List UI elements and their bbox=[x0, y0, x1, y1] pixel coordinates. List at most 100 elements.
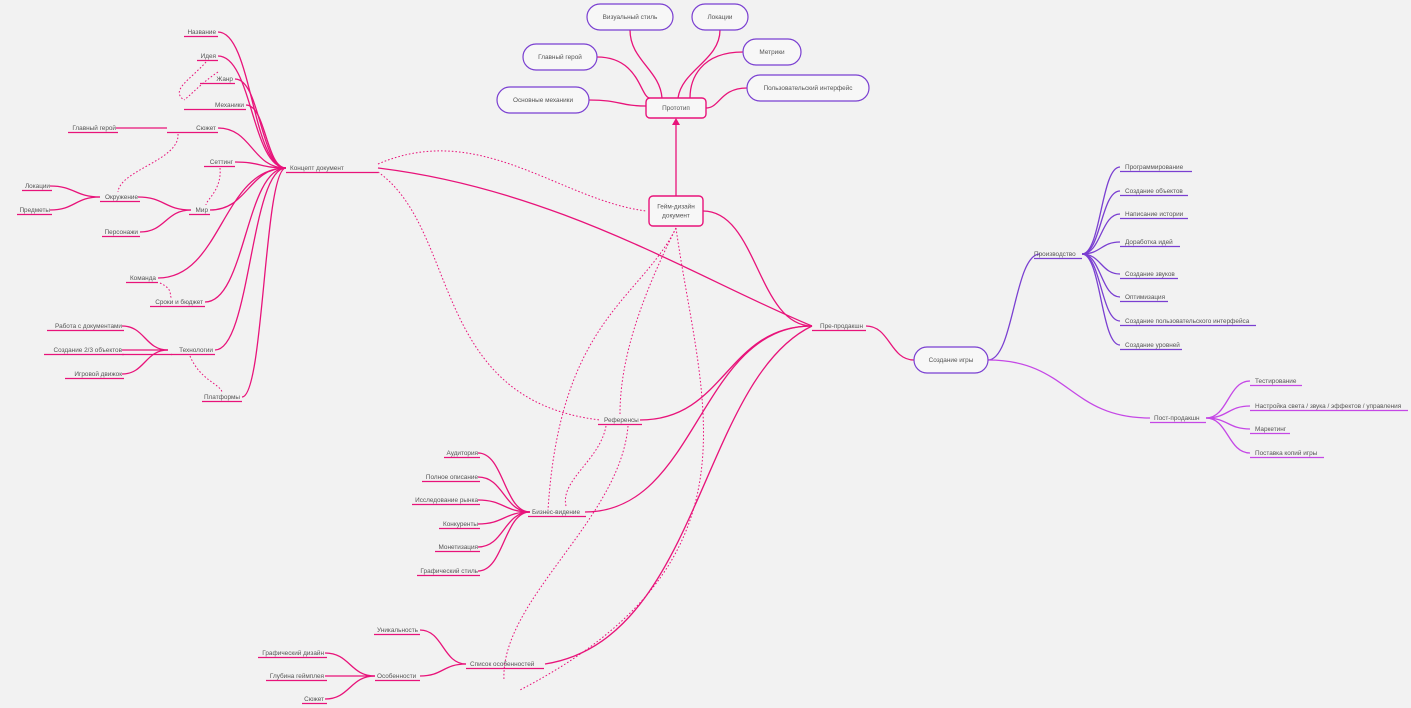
dotted-tech-platforms bbox=[189, 355, 223, 393]
edge-prototype-0 bbox=[629, 29, 663, 99]
concept-item-9[interactable]: Технологии bbox=[179, 347, 213, 354]
dotted-concept-references bbox=[377, 171, 601, 421]
postproduction-item-2[interactable]: Маркетинг bbox=[1255, 426, 1287, 433]
concept-item-7[interactable]: Команда bbox=[130, 275, 156, 282]
production-item-4[interactable]: Создание звуков bbox=[1125, 271, 1175, 278]
edge-production-5 bbox=[1081, 253, 1121, 298]
prototype-node-label-0[interactable]: Прототип bbox=[662, 105, 690, 112]
dotted-references-features bbox=[503, 425, 629, 681]
prototype-item-0-label[interactable]: Визуальный стиль bbox=[603, 13, 658, 21]
environment-child-0[interactable]: Локации bbox=[25, 183, 50, 190]
concept-item-3[interactable]: Механики bbox=[215, 102, 244, 109]
production-item-6[interactable]: Создание пользовательского интерфейса bbox=[1125, 317, 1250, 325]
edge-preproduction-root bbox=[865, 325, 915, 361]
edge-prototype-5 bbox=[705, 87, 748, 109]
prototype-item-4-label[interactable]: Основные механики bbox=[513, 97, 573, 104]
edge-prototype-2 bbox=[596, 56, 651, 99]
production-item-7[interactable]: Создание уровней bbox=[1125, 341, 1180, 349]
prototype-item-3-label[interactable]: Метрики bbox=[759, 49, 785, 56]
tech-child-2[interactable]: Игровой движок bbox=[74, 370, 122, 378]
world-child-1[interactable]: Персонажи bbox=[105, 229, 139, 236]
concept-item-8[interactable]: Сроки и бюджет bbox=[155, 298, 203, 306]
edge-world-1 bbox=[139, 209, 192, 233]
gdd-node-label-1[interactable]: документ bbox=[662, 213, 690, 220]
concept-item-1[interactable]: Идея bbox=[201, 53, 217, 60]
edge-concept-4 bbox=[217, 127, 287, 169]
dotted-plot-environment bbox=[117, 133, 179, 193]
edge-root-production bbox=[987, 253, 1041, 361]
concept-node[interactable]: Концепт документ bbox=[290, 165, 344, 172]
business-item-4[interactable]: Монетизация bbox=[439, 544, 479, 551]
prototype-item-2-label[interactable]: Главный герой bbox=[538, 53, 582, 61]
production-item-2[interactable]: Написание истории bbox=[1125, 211, 1184, 218]
features-node[interactable]: Список особенностей bbox=[470, 660, 535, 668]
concept-item-4[interactable]: Сюжет bbox=[196, 125, 216, 132]
edge-concept-3 bbox=[245, 104, 287, 169]
business-item-5[interactable]: Графический стиль bbox=[420, 567, 478, 575]
feature-child-2[interactable]: Сюжет bbox=[304, 696, 324, 703]
edge-concept-10 bbox=[241, 167, 287, 398]
edge-environment-0 bbox=[49, 185, 101, 198]
concept-item-6[interactable]: Мир bbox=[196, 207, 209, 214]
business-item-2[interactable]: Исследование рынка bbox=[415, 497, 478, 504]
edge-concept-8 bbox=[204, 167, 287, 303]
dotted-team-schedule bbox=[159, 282, 173, 299]
production-item-5[interactable]: Оптимизация bbox=[1125, 294, 1166, 301]
edge-references-preproduction bbox=[639, 325, 813, 421]
business-item-1[interactable]: Полное описание bbox=[426, 474, 479, 481]
edge-world-0 bbox=[137, 196, 192, 211]
feature-child-1[interactable]: Глубина геймплея bbox=[270, 672, 325, 680]
concept-item-2[interactable]: Жанр bbox=[216, 76, 233, 83]
feature-child-0[interactable]: Графический дизайн bbox=[262, 649, 324, 657]
edge-production-3 bbox=[1081, 241, 1121, 255]
production-item-0[interactable]: Программирование bbox=[1125, 164, 1184, 171]
postproduction-item-1[interactable]: Настройка света / звука / эффектов / упр… bbox=[1255, 402, 1402, 410]
dotted-business-references bbox=[564, 425, 607, 507]
dotted-idea-genre bbox=[178, 61, 207, 101]
edge-features-0 bbox=[419, 629, 467, 665]
references-node[interactable]: Референсы bbox=[604, 417, 639, 424]
concept-item-0[interactable]: Название bbox=[187, 29, 216, 36]
edge-business-0 bbox=[477, 452, 531, 513]
prototype-item-1-label[interactable]: Локации bbox=[707, 14, 732, 21]
edge-concept-1 bbox=[217, 55, 287, 169]
edge-concept-preproduction bbox=[377, 167, 813, 327]
prototype-item-5-label[interactable]: Пользовательский интерфейс bbox=[763, 84, 853, 92]
edge-environment-1 bbox=[49, 196, 101, 211]
mind-map-nodes: Создание игры Производство Программировани… bbox=[19, 3, 1402, 703]
environment-child-1[interactable]: Предметы bbox=[19, 207, 50, 214]
gdd-node-label-0[interactable]: Гейм-дизайн bbox=[657, 203, 695, 211]
world-child-0[interactable]: Окружение bbox=[105, 194, 138, 201]
concept-item-10[interactable]: Платформы bbox=[204, 394, 240, 401]
postproduction-node[interactable]: Пост-продакшн bbox=[1154, 415, 1200, 422]
tech-child-0[interactable]: Работа с документами bbox=[55, 322, 122, 330]
features-item-1[interactable]: Особенности bbox=[377, 672, 417, 680]
edge-prototype-3 bbox=[689, 51, 744, 99]
preproduction-node[interactable]: Пре-продакшн bbox=[820, 323, 863, 330]
edge-concept-2 bbox=[234, 78, 287, 169]
edge-tech-0 bbox=[121, 325, 169, 351]
root-node-label[interactable]: Создание игры bbox=[929, 357, 974, 364]
postproduction-item-0[interactable]: Тестирование bbox=[1255, 378, 1297, 385]
features-item-0[interactable]: Уникальность bbox=[377, 627, 419, 634]
prototype-item-0-shape bbox=[586, 3, 674, 31]
production-item-3[interactable]: Доработка идей bbox=[1125, 238, 1173, 246]
postproduction-item-3[interactable]: Поставка копий игры bbox=[1255, 449, 1318, 457]
edge-tech-2 bbox=[121, 349, 169, 375]
production-node[interactable]: Производство bbox=[1034, 251, 1076, 258]
business-item-0[interactable]: Аудитория bbox=[447, 450, 479, 457]
concept-item-5[interactable]: Сеттинг bbox=[210, 159, 234, 166]
prototype-node-shape bbox=[645, 97, 707, 119]
business-node[interactable]: Бизнес-видение bbox=[532, 509, 580, 516]
tech-child-1[interactable]: Создание 2/3 объектов bbox=[54, 346, 123, 354]
edge-feature-child-0 bbox=[324, 652, 376, 677]
edge-prototype-4 bbox=[588, 99, 647, 107]
production-item-1[interactable]: Создание объектов bbox=[1125, 187, 1183, 195]
edge-business-preproduction bbox=[584, 325, 813, 513]
edge-postproduction-0 bbox=[1205, 380, 1251, 419]
edge-concept-9 bbox=[214, 167, 287, 351]
prototype-item-4-shape bbox=[496, 86, 590, 114]
business-item-3[interactable]: Конкуренты bbox=[443, 521, 478, 528]
plot-child-hero[interactable]: Главный герой bbox=[72, 124, 116, 132]
